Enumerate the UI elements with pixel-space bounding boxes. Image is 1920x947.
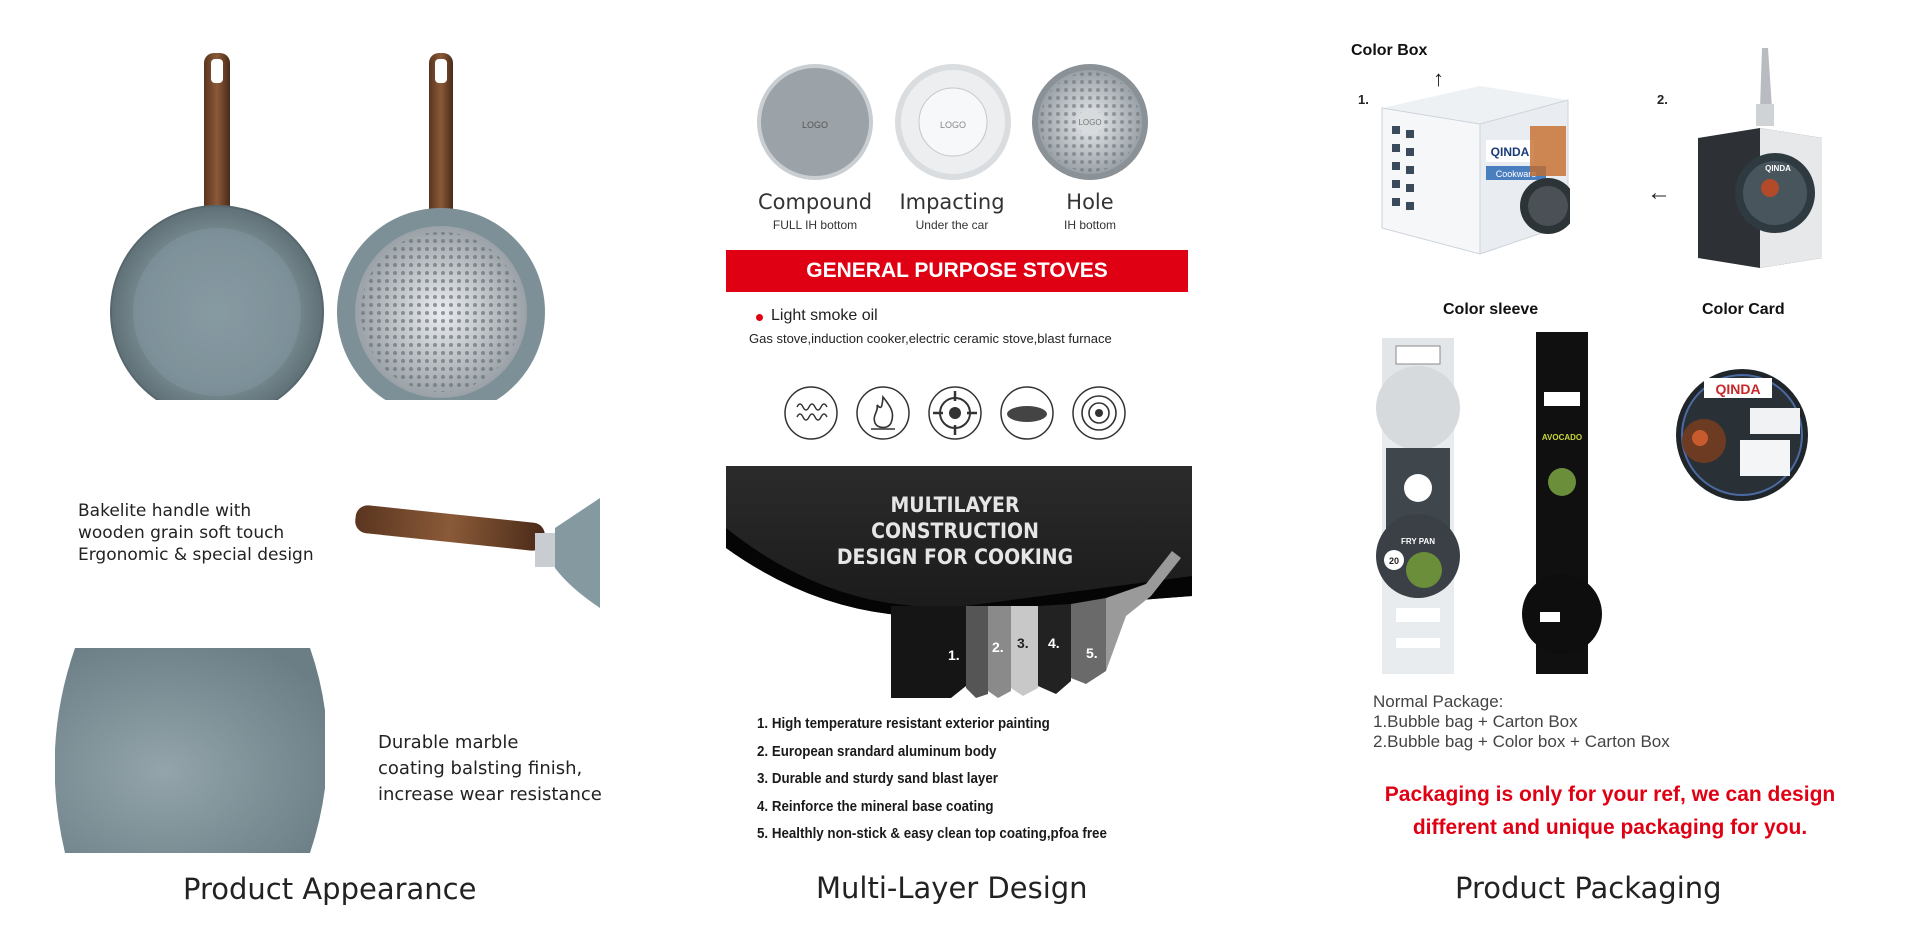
- marble-coating-closeup-image: [55, 648, 325, 853]
- stoves-text: Gas stove,induction cooker,electric cera…: [749, 331, 1112, 346]
- svg-text:QINDA: QINDA: [1715, 381, 1760, 397]
- gas-burner-icon: [928, 386, 982, 440]
- svg-text:AVOCADO: AVOCADO: [1542, 433, 1582, 442]
- color-sleeve-2-image: AVOCADO: [1522, 332, 1602, 674]
- handle-closeup-image: [355, 498, 600, 608]
- multilayer-construction-image: 1. 2. 3. 4. 5.: [726, 466, 1192, 698]
- color-card-image: QINDA: [1676, 369, 1808, 501]
- induction-icon: [1072, 386, 1126, 440]
- pkg-number-1: 1.: [1358, 92, 1369, 107]
- oil-text: Light smoke oil: [771, 307, 878, 324]
- hole-bottom-icon: LOGO: [1032, 64, 1148, 180]
- stoves-banner: GENERAL PURPOSE STOVES: [726, 250, 1188, 292]
- color-box-title: Color Box: [1351, 42, 1428, 59]
- ceramic-plate-icon: [1000, 386, 1054, 440]
- layer-number-5: 5.: [1086, 645, 1098, 661]
- layer-item-5: 5. Healthly non-stick & easy clean top c…: [757, 826, 1107, 842]
- compound-label: Compound: [757, 190, 873, 214]
- construction-title: MULTILAYER CONSTRUCTION DESIGN FOR COOKI…: [836, 493, 1074, 569]
- normal-package-option-2: 2.Bubble bag + Color box + Carton Box: [1373, 732, 1670, 751]
- left-arrow-icon: ←: [1647, 179, 1671, 206]
- svg-text:QINDA: QINDA: [1491, 145, 1530, 159]
- pkg-number-2: 2.: [1657, 92, 1668, 107]
- pan-top-view-image: [110, 53, 324, 400]
- color-card-title: Color Card: [1702, 301, 1785, 318]
- layer-item-1: 1. High temperature resistant exterior p…: [757, 716, 1050, 732]
- product-appearance-caption: Product Appearance: [183, 872, 477, 906]
- impacting-sub: Under the car: [915, 218, 989, 232]
- compound-bottom-icon: LOGO: [757, 64, 873, 180]
- svg-text:QINDA: QINDA: [1765, 164, 1791, 173]
- color-sleeve-1-image: FRY PAN 20: [1376, 338, 1460, 674]
- coating-feature-text: Durable marble coating balsting finish, …: [378, 732, 602, 805]
- compound-sub: FULL IH bottom: [772, 218, 858, 232]
- svg-text:20: 20: [1389, 556, 1399, 566]
- layer-item-2: 2. European srandard aluminum body: [757, 743, 997, 760]
- electric-coil-icon: [784, 386, 838, 440]
- hole-label: Hole: [1066, 190, 1114, 214]
- product-packaging-caption: Product Packaging: [1455, 871, 1722, 905]
- normal-package-title: Normal Package:: [1373, 692, 1504, 711]
- svg-text:Cookware: Cookware: [1496, 169, 1537, 179]
- layer-number-4: 4.: [1048, 635, 1060, 651]
- up-arrow-icon: ↑: [1433, 66, 1444, 91]
- multilayer-design-caption: Multi-Layer Design: [816, 871, 1088, 905]
- layer-item-3: 3. Durable and sturdy sand blast layer: [757, 771, 998, 787]
- layer-number-3: 3.: [1017, 635, 1029, 651]
- layer-number-1: 1.: [948, 647, 960, 663]
- color-card-box-image: QINDA: [1698, 48, 1822, 268]
- color-box-image: QINDA Cookware: [1381, 86, 1570, 255]
- layer-item-4: 4. Reinforce the mineral base coating: [757, 798, 994, 815]
- svg-text:LOGO: LOGO: [802, 120, 828, 130]
- svg-text:FRY PAN: FRY PAN: [1401, 537, 1435, 546]
- pan-bottom-view-image: [337, 53, 545, 400]
- packaging-custom-note: Packaging is only for your ref, we can d…: [1384, 783, 1836, 839]
- hole-sub: IH bottom: [1063, 218, 1117, 232]
- oil-bullet: [756, 314, 763, 321]
- svg-text:LOGO: LOGO: [940, 120, 966, 130]
- impacting-label: Impacting: [899, 190, 1005, 214]
- gas-flame-icon: [856, 386, 910, 440]
- handle-feature-text: Bakelite handle with wooden grain soft t…: [78, 501, 314, 565]
- impacting-bottom-icon: LOGO: [895, 64, 1011, 180]
- color-sleeve-title: Color sleeve: [1443, 301, 1539, 318]
- layer-list: 1. High temperature resistant exterior p…: [757, 716, 1177, 854]
- layer-number-2: 2.: [992, 639, 1004, 655]
- stove-icons-row: [783, 385, 1128, 441]
- normal-package-option-1: 1.Bubble bag + Carton Box: [1373, 712, 1578, 731]
- svg-text:LOGO: LOGO: [1078, 118, 1101, 127]
- pan-bottom-types: LOGO LOGO LOGO Compound FULL IH bottom I…: [740, 62, 1180, 237]
